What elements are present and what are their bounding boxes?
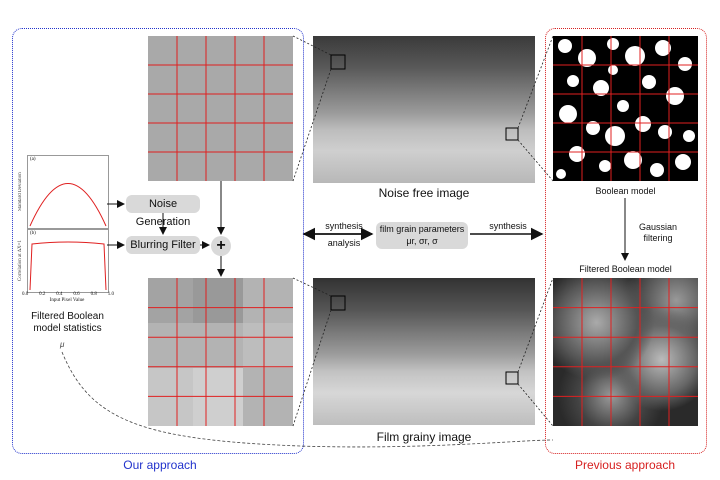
filtered-boolean-image <box>553 278 698 426</box>
std-deviation-plot: (a) Standard Deviation <box>18 155 109 229</box>
our-approach-frame <box>12 28 304 454</box>
sum-node: + <box>211 236 231 256</box>
boolean-model-image <box>553 36 698 181</box>
synthesis-right-label: synthesis <box>489 221 527 231</box>
correlation-plot: (b) Correlation at ∆X=1 <box>18 229 109 293</box>
noise-free-image <box>313 36 535 183</box>
previous-approach-frame <box>545 28 707 454</box>
noise-generation-block: Noise Generation <box>126 195 200 228</box>
noise-free-zoom-grid <box>148 36 293 181</box>
previous-approach-label: Previous approach <box>574 458 676 472</box>
film-grainy-caption: Film grainy image <box>376 430 472 444</box>
plot-x-label: Input Pixel Value <box>49 298 85 303</box>
blurring-filter-block: Blurring Filter <box>126 236 200 254</box>
noise-free-caption: Noise free image <box>378 186 470 200</box>
analysis-label: analysis <box>327 238 361 248</box>
synthesis-left-label: synthesis <box>325 221 363 231</box>
boolean-model-caption: Boolean model <box>595 186 656 196</box>
filtered-boolean-caption: Filtered Boolean model <box>579 264 672 274</box>
greek-mark: μ <box>60 340 65 349</box>
our-approach-label: Our approach <box>123 458 197 472</box>
film-grainy-image <box>313 278 535 425</box>
